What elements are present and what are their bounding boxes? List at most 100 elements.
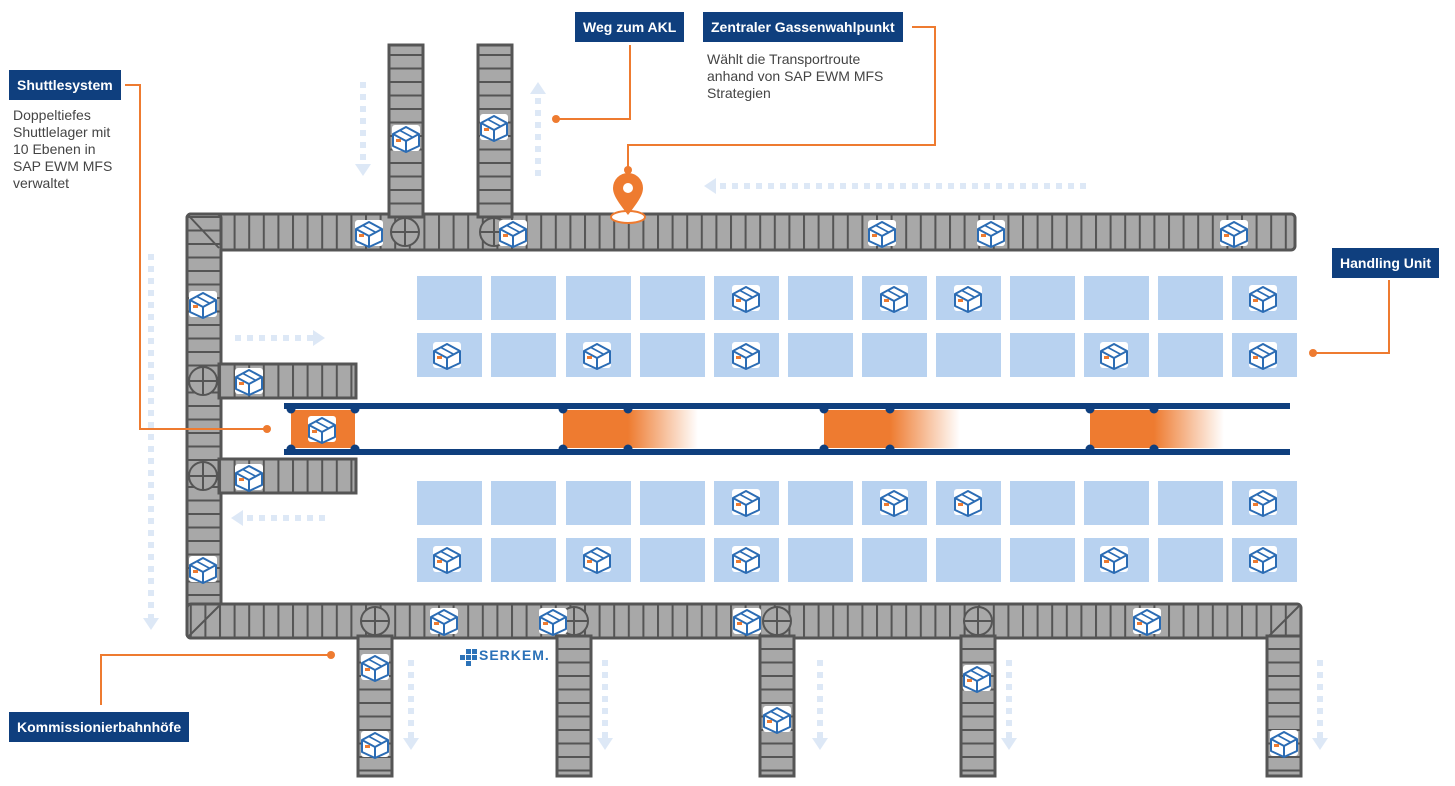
serkem-logo-icon — [460, 649, 477, 666]
desc-gassenwahlpunkt: Wählt die Transportroute anhand von SAP … — [707, 51, 884, 101]
handling-unit-box-icon — [731, 488, 761, 517]
rack-slot — [640, 333, 705, 377]
rack-slot — [1158, 276, 1223, 320]
handling-unit-box-icon — [731, 341, 761, 370]
shuttle-vehicle — [819, 404, 960, 454]
handling-unit-box-icon — [582, 545, 612, 574]
handling-unit-box-icon — [234, 367, 264, 396]
rack-slot — [1084, 276, 1149, 320]
flow-arrows — [143, 82, 1328, 750]
callout-line-shuttle — [125, 84, 266, 430]
rack-slot — [1158, 481, 1223, 525]
handling-unit-box-icon — [1099, 545, 1129, 574]
rack-slot — [640, 276, 705, 320]
junction-circle — [360, 606, 390, 636]
handling-unit-box-icon — [354, 219, 384, 248]
aisle-rail-bottom — [284, 449, 1290, 455]
handling-unit-box-icon — [962, 664, 992, 693]
rack-slot — [862, 333, 927, 377]
rack-slot — [640, 481, 705, 525]
handling-unit-box-icon — [732, 607, 762, 636]
rack-slot — [788, 276, 853, 320]
conveyor-station-4 — [959, 634, 997, 778]
handling-unit-box-icon — [1248, 341, 1278, 370]
handling-unit-box-icon — [953, 284, 983, 313]
handling-unit-box-icon — [731, 284, 761, 313]
callout-line-hu — [1313, 280, 1390, 354]
serkem-logo-text: SERKEM. — [479, 647, 550, 663]
handling-unit-box-icon — [879, 284, 909, 313]
flow-arrow — [355, 82, 371, 176]
callout-dot-shuttle — [263, 425, 271, 433]
handling-unit-box-icon — [582, 341, 612, 370]
handling-unit-box-icon — [498, 219, 528, 248]
corner-bottom-right — [1268, 605, 1300, 637]
handling-unit-box-icon — [1099, 341, 1129, 370]
handling-unit-box-icon — [731, 545, 761, 574]
flow-arrow — [597, 660, 613, 750]
handling-unit-box-icon — [307, 415, 337, 444]
handling-unit-box-icon — [1248, 284, 1278, 313]
rack-slot — [936, 538, 1001, 582]
rack-slot — [640, 538, 705, 582]
flow-arrow — [231, 510, 325, 526]
rack-slot — [1158, 538, 1223, 582]
rack-slot — [788, 333, 853, 377]
handling-unit-box-icon — [432, 341, 462, 370]
rack-slot — [788, 538, 853, 582]
shuttle-vehicle — [1085, 404, 1224, 454]
rack-slot — [417, 276, 482, 320]
label-weg-akl: Weg zum AKL — [575, 12, 685, 42]
flow-arrow — [812, 660, 828, 750]
flow-arrow — [235, 330, 325, 346]
callout-line-akl — [556, 45, 631, 120]
handling-unit-box-icon — [188, 555, 218, 584]
handling-unit-box-icon — [1269, 729, 1299, 758]
desc-shuttlesystem: Doppeltiefes Shuttlelager mit 10 Ebenen … — [13, 107, 113, 191]
handling-unit-box-icon — [879, 488, 909, 517]
rack-slot — [862, 538, 927, 582]
handling-unit-box-icon — [360, 730, 390, 759]
rack-slot — [491, 333, 556, 377]
rack-slot — [491, 538, 556, 582]
callout-dot-hu — [1309, 349, 1317, 357]
callout-line-kommission — [100, 654, 331, 705]
callout-dot-gasse — [624, 166, 632, 174]
label-gassenwahlpunkt: Zentraler Gassenwahlpunkt — [703, 12, 903, 42]
rack-slot — [566, 276, 631, 320]
handling-unit-box-icon — [1248, 488, 1278, 517]
rack-slot — [491, 481, 556, 525]
flow-arrow — [403, 660, 419, 750]
handling-unit-box-icon — [1132, 607, 1162, 636]
handling-unit-box-icon — [538, 607, 568, 636]
callout-line-gasse — [627, 26, 936, 170]
rack-slot — [936, 333, 1001, 377]
aisle-rail-top — [284, 403, 1290, 409]
shuttle-vehicle — [558, 404, 698, 454]
rack-slot — [1084, 481, 1149, 525]
location-pin-icon — [610, 173, 646, 224]
handling-unit-box-icon — [360, 653, 390, 682]
conveyor-top — [185, 212, 1297, 252]
rack-slot — [1010, 538, 1075, 582]
rack-slot — [566, 481, 631, 525]
rack-slot — [491, 276, 556, 320]
handling-unit-box-icon — [953, 488, 983, 517]
handling-unit-box-icon — [432, 545, 462, 574]
flow-arrow — [143, 254, 159, 630]
corner-top-left — [188, 215, 220, 249]
flow-arrow — [704, 178, 1086, 194]
junction-circle — [188, 366, 218, 396]
handling-unit-box-icon — [234, 463, 264, 492]
rack-slot — [1158, 333, 1223, 377]
shuttles — [286, 404, 1224, 454]
shuttle-aisle — [284, 403, 1290, 455]
handling-unit-box-icon — [1219, 219, 1249, 248]
junction-circle — [188, 461, 218, 491]
handling-unit-box-icon — [1248, 545, 1278, 574]
label-kommissionierbahnhoefe: Kommissionierbahnhöfe — [9, 712, 190, 742]
label-handling-unit: Handling Unit — [1332, 248, 1439, 278]
corner-bottom-left — [188, 605, 220, 637]
callout-dot-akl — [552, 115, 560, 123]
